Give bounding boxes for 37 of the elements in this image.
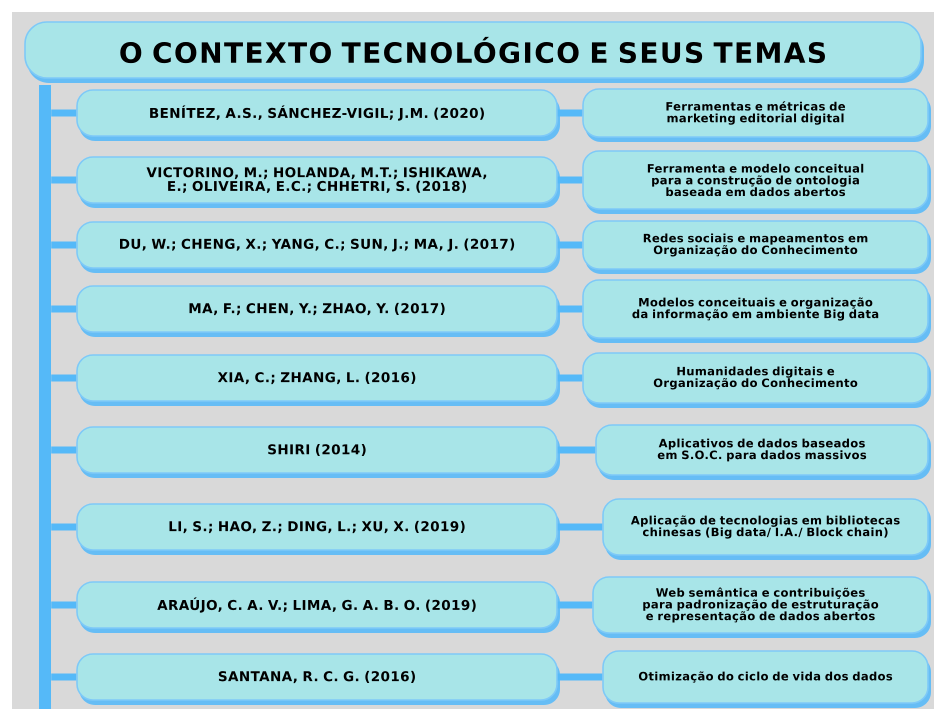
connector-line bbox=[558, 176, 582, 184]
text-box: VICTORINO, M.; HOLANDA, M.T.; ISHIKAWA, E.; OLIVEIRA, E.C.; CHHETRI, S. (2018) bbox=[76, 156, 560, 208]
vertical-bar bbox=[39, 85, 51, 709]
text-box: ARAÚJO, C. A. V.; LIMA, G. A. B. O. (2019) bbox=[76, 581, 560, 633]
text-box: Ferramentas e métricas de marketing editorial digital bbox=[582, 88, 931, 142]
text-box: BENÍTEZ, A.S., SÁNCHEZ-VIGIL; J.M. (2020) bbox=[76, 89, 560, 141]
connector-line bbox=[51, 176, 76, 184]
connector-line bbox=[51, 374, 76, 382]
text-box: Modelos conceituais e organização da informação em ambiente Big data bbox=[582, 279, 931, 343]
connector-line bbox=[51, 110, 76, 116]
connector-line bbox=[558, 306, 582, 312]
text-box: LI, S.; HAO, Z.; DING, L.; XU, X. (2019) bbox=[76, 503, 560, 555]
text-box: SANTANA, R. C. G. (2016) bbox=[76, 653, 560, 705]
connector-line bbox=[558, 674, 602, 680]
connector-line bbox=[558, 242, 582, 248]
text-box: DU, W.; CHENG, X.; YANG, C.; SUN, J.; MA, J. (2017) bbox=[76, 221, 560, 273]
connector-line bbox=[51, 602, 76, 608]
text-box: Otimização do ciclo de vida dos dados bbox=[602, 650, 931, 708]
connector-line bbox=[558, 110, 582, 116]
text-box: Humanidades digitais e Organização do Conhecimento bbox=[582, 352, 931, 408]
connector-line bbox=[51, 674, 76, 680]
connector-line bbox=[558, 374, 582, 382]
text-box: XIA, C.; ZHANG, L. (2016) bbox=[76, 354, 560, 406]
connector-line bbox=[51, 306, 76, 312]
connector-line bbox=[51, 524, 76, 530]
text-box: SHIRI (2014) bbox=[76, 426, 560, 478]
text-box: Redes sociais e mapeamentos em Organização do Conhecimento bbox=[582, 220, 931, 274]
text-box: Web semântica e contribuições para padronização de estruturação e representação de dados abertos bbox=[592, 576, 931, 638]
text-box: Ferramenta e modelo conceitual para a construção de ontologia baseada em dados abertos bbox=[582, 150, 931, 214]
connector-line bbox=[51, 242, 76, 248]
connector-line bbox=[51, 446, 76, 454]
connector-line bbox=[558, 524, 602, 530]
title-box: O CONTEXTO TECNOLÓGICO E SEUS TEMAS bbox=[24, 21, 924, 83]
text-box: MA, F.; CHEN, Y.; ZHAO, Y. (2017) bbox=[76, 285, 560, 337]
text-box: Aplicativos de dados baseados em S.O.C. para dados massivos bbox=[595, 424, 931, 480]
connector-line bbox=[558, 446, 596, 454]
text-box: Aplicação de tecnologias em bibliotecas chinesas (Big data/ I.A./ Block chain) bbox=[602, 498, 931, 560]
